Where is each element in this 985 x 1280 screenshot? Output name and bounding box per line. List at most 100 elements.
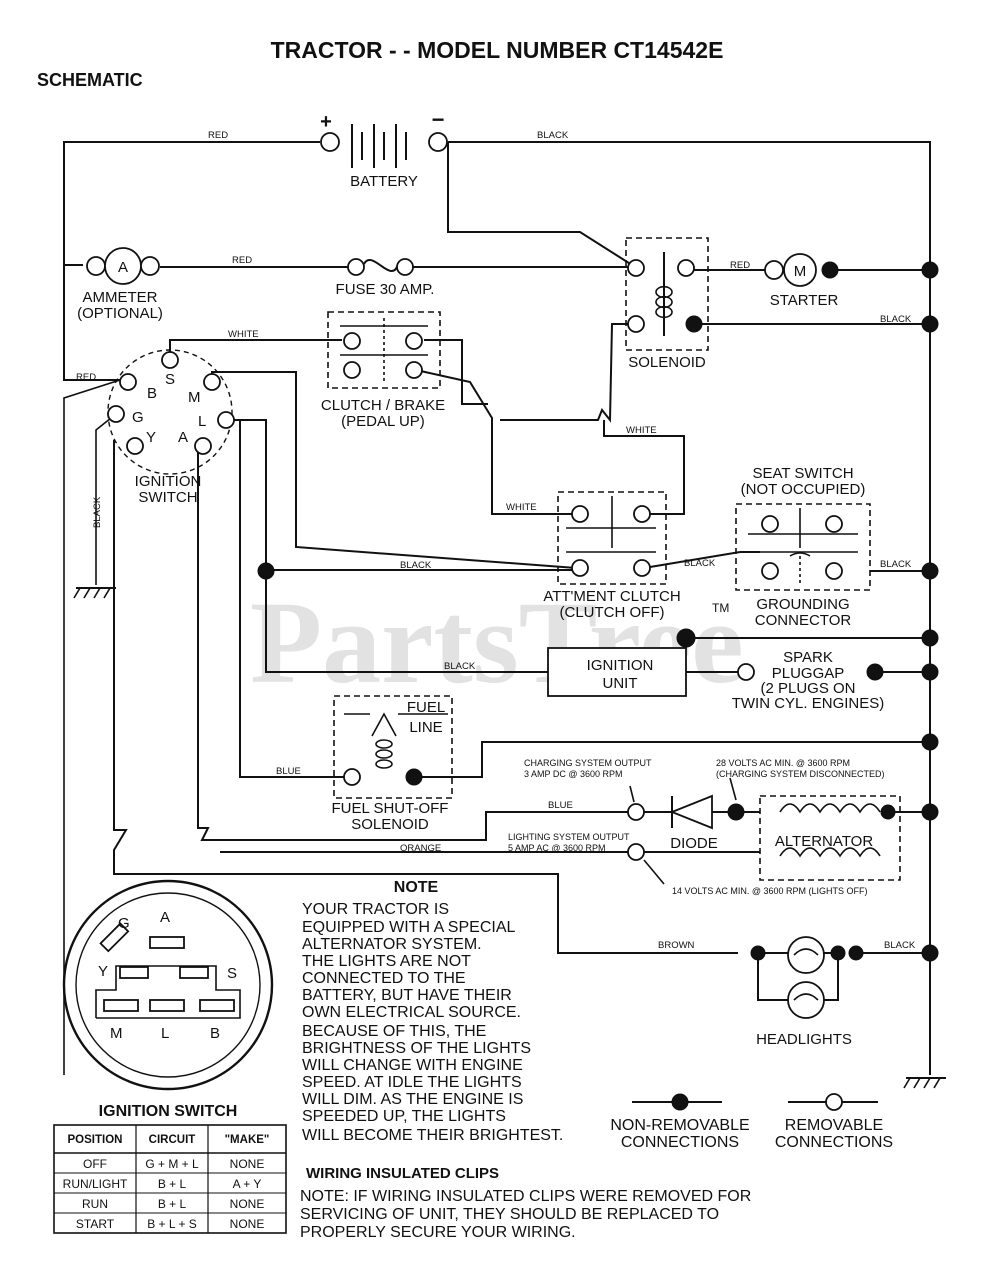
wire-label-black-1: BLACK xyxy=(537,130,569,141)
battery-red-wire xyxy=(63,141,320,381)
clips-heading: WIRING INSULATED CLIPS xyxy=(306,1165,499,1182)
terminal-g-slot xyxy=(99,922,130,953)
table-cell: NONE xyxy=(230,1197,265,1211)
charging-notes: CHARGING SYSTEM OUTPUT 3 AMP DC @ 3600 R… xyxy=(508,758,885,896)
ignition-switch-table: IGNITION SWITCH POSITION CIRCUIT "MAKE" … xyxy=(53,1103,287,1234)
spark-label-4: TWIN CYL. ENGINES) xyxy=(732,695,885,712)
face-label-s: S xyxy=(227,965,237,982)
ignition-unit: IGNITION UNIT xyxy=(547,647,687,697)
battery-minus-terminal xyxy=(428,132,448,152)
clips-line: PROPERLY SECURE YOUR WIRING. xyxy=(300,1224,576,1241)
attment-clutch-switch: ATT'MENT CLUTCH (CLUTCH OFF) xyxy=(543,491,681,621)
grounding-connector-label-2: CONNECTOR xyxy=(755,612,852,629)
volts28-label: 28 VOLTS AC MIN. @ 3600 RPM xyxy=(716,758,850,768)
spark-plug: SPARK PLUGGAP (2 PLUGS ON TWIN CYL. ENGI… xyxy=(732,649,885,712)
note-line: YOUR TRACTOR IS xyxy=(302,901,449,918)
ammeter-optional-label: (OPTIONAL) xyxy=(77,305,163,322)
table-cell: NONE xyxy=(230,1217,265,1231)
ign-s-white-wire xyxy=(169,339,342,360)
table-cell: OFF xyxy=(83,1157,107,1171)
legend-non-removable-dot xyxy=(671,1093,689,1111)
headlights: HEADLIGHTS xyxy=(750,936,864,1048)
wire-label-brown: BROWN xyxy=(658,940,695,951)
legend-non-removable-label: NON-REMOVABLE xyxy=(610,1117,749,1134)
terminal-l-slot xyxy=(149,999,185,1012)
charging-output-label-2: 3 AMP DC @ 3600 RPM xyxy=(524,769,623,779)
table-header: "MAKE" xyxy=(225,1134,270,1146)
fuse: FUSE 30 AMP. xyxy=(336,258,435,298)
battery-black-wire xyxy=(448,141,931,1075)
clutch-white-wire xyxy=(415,369,575,515)
charging-output-label: CHARGING SYSTEM OUTPUT xyxy=(524,758,652,768)
spark-label-2: PLUGGAP xyxy=(772,665,845,682)
battery: + − BATTERY xyxy=(320,107,448,190)
clutch-brake-switch: CLUTCH / BRAKE (PEDAL UP) xyxy=(321,311,445,430)
ignition-switch-label-2: SWITCH xyxy=(138,489,197,506)
battery-solenoid-wire xyxy=(447,142,633,266)
face-label-b: B xyxy=(210,1025,220,1042)
watermark-tm: TM xyxy=(712,601,729,615)
page-title: TRACTOR - - MODEL NUMBER CT14542E xyxy=(271,37,724,63)
note-line: BECAUSE OF THIS, THE xyxy=(302,1023,486,1040)
table-cell: B + L + S xyxy=(147,1217,197,1231)
legend-removable-dot xyxy=(825,1093,843,1111)
ign-terminal-y: Y xyxy=(146,429,156,446)
face-label-y: Y xyxy=(98,963,108,980)
face-label-m: M xyxy=(110,1025,123,1042)
seat-switch: SEAT SWITCH (NOT OCCUPIED) GROUNDING CON… xyxy=(735,465,871,629)
clips-line: NOTE: IF WIRING INSULATED CLIPS WERE REM… xyxy=(300,1188,751,1205)
wire-label-blue-2: BLUE xyxy=(548,800,573,811)
face-label-a: A xyxy=(160,909,170,926)
charging-blue-wire xyxy=(113,440,738,954)
wire-label-black-7: BLACK xyxy=(884,940,916,951)
table-cell: G + M + L xyxy=(145,1157,199,1171)
note-block: NOTE YOUR TRACTOR IS EQUIPPED WITH A SPE… xyxy=(302,879,563,1144)
wire-label-black-4: BLACK xyxy=(684,558,716,569)
starter-label: STARTER xyxy=(770,292,839,309)
fuel-ground-wire xyxy=(414,741,930,778)
clutch-solenoid-wire xyxy=(424,339,488,405)
seat-switch-label: SEAT SWITCH xyxy=(752,465,853,482)
ammeter-symbol: A xyxy=(118,259,128,276)
table-cell: RUN xyxy=(82,1197,108,1211)
note-heading: NOTE xyxy=(394,879,439,896)
note-line: WILL CHANGE WITH ENGINE xyxy=(302,1057,523,1074)
battery-plus-terminal xyxy=(320,132,340,152)
clips-line: SERVICING OF UNIT, THEY SHOULD BE REPLAC… xyxy=(300,1206,719,1223)
diode-label: DIODE xyxy=(670,835,718,852)
wire-label-white-1: WHITE xyxy=(228,329,259,340)
wire-labels: RED BLACK RED RED BLACK WHITE RED WHITE … xyxy=(76,130,916,951)
clutch-brake-label: CLUTCH / BRAKE xyxy=(321,397,445,414)
table-cell: NONE xyxy=(230,1157,265,1171)
terminal-m-slot xyxy=(103,999,139,1012)
ign-terminal-g: G xyxy=(132,409,144,426)
note-line: BATTERY, BUT HAVE THEIR xyxy=(302,987,512,1004)
legend-removable-label-2: CONNECTIONS xyxy=(775,1134,893,1151)
volts14-pointer xyxy=(643,859,665,885)
diode: DIODE xyxy=(627,794,745,852)
wire-label-red-4: RED xyxy=(76,372,96,383)
terminal-y-slot xyxy=(119,966,149,979)
fuse-label: FUSE 30 AMP. xyxy=(336,281,435,298)
solenoid: SOLENOID xyxy=(625,237,709,371)
ign-terminal-b: B xyxy=(147,385,157,402)
table-cell: B + L xyxy=(158,1197,187,1211)
table-header: POSITION xyxy=(68,1134,123,1146)
volts14-label: 14 VOLTS AC MIN. @ 3600 RPM (LIGHTS OFF) xyxy=(672,886,868,896)
note-line: BRIGHTNESS OF THE LIGHTS xyxy=(302,1040,531,1057)
ign-b-ground-wire xyxy=(63,379,121,1075)
table-cell: B + L xyxy=(158,1177,187,1191)
volts28-pointer xyxy=(729,777,737,801)
table-cell: START xyxy=(76,1217,115,1231)
junction-nodes xyxy=(257,261,939,962)
ign-terminal-a: A xyxy=(178,429,188,446)
wire-label-red-1: RED xyxy=(208,130,228,141)
spark-label-3: (2 PLUGS ON xyxy=(760,680,855,697)
terminal-a-slot xyxy=(149,936,185,949)
wire-label-black-5: BLACK xyxy=(880,559,912,570)
wires xyxy=(63,141,931,1075)
page-subtitle: SCHEMATIC xyxy=(37,70,143,90)
note-line: THE LIGHTS ARE NOT xyxy=(302,953,471,970)
lighting-output-label-2: 5 AMP AC @ 3600 RPM xyxy=(508,843,606,853)
